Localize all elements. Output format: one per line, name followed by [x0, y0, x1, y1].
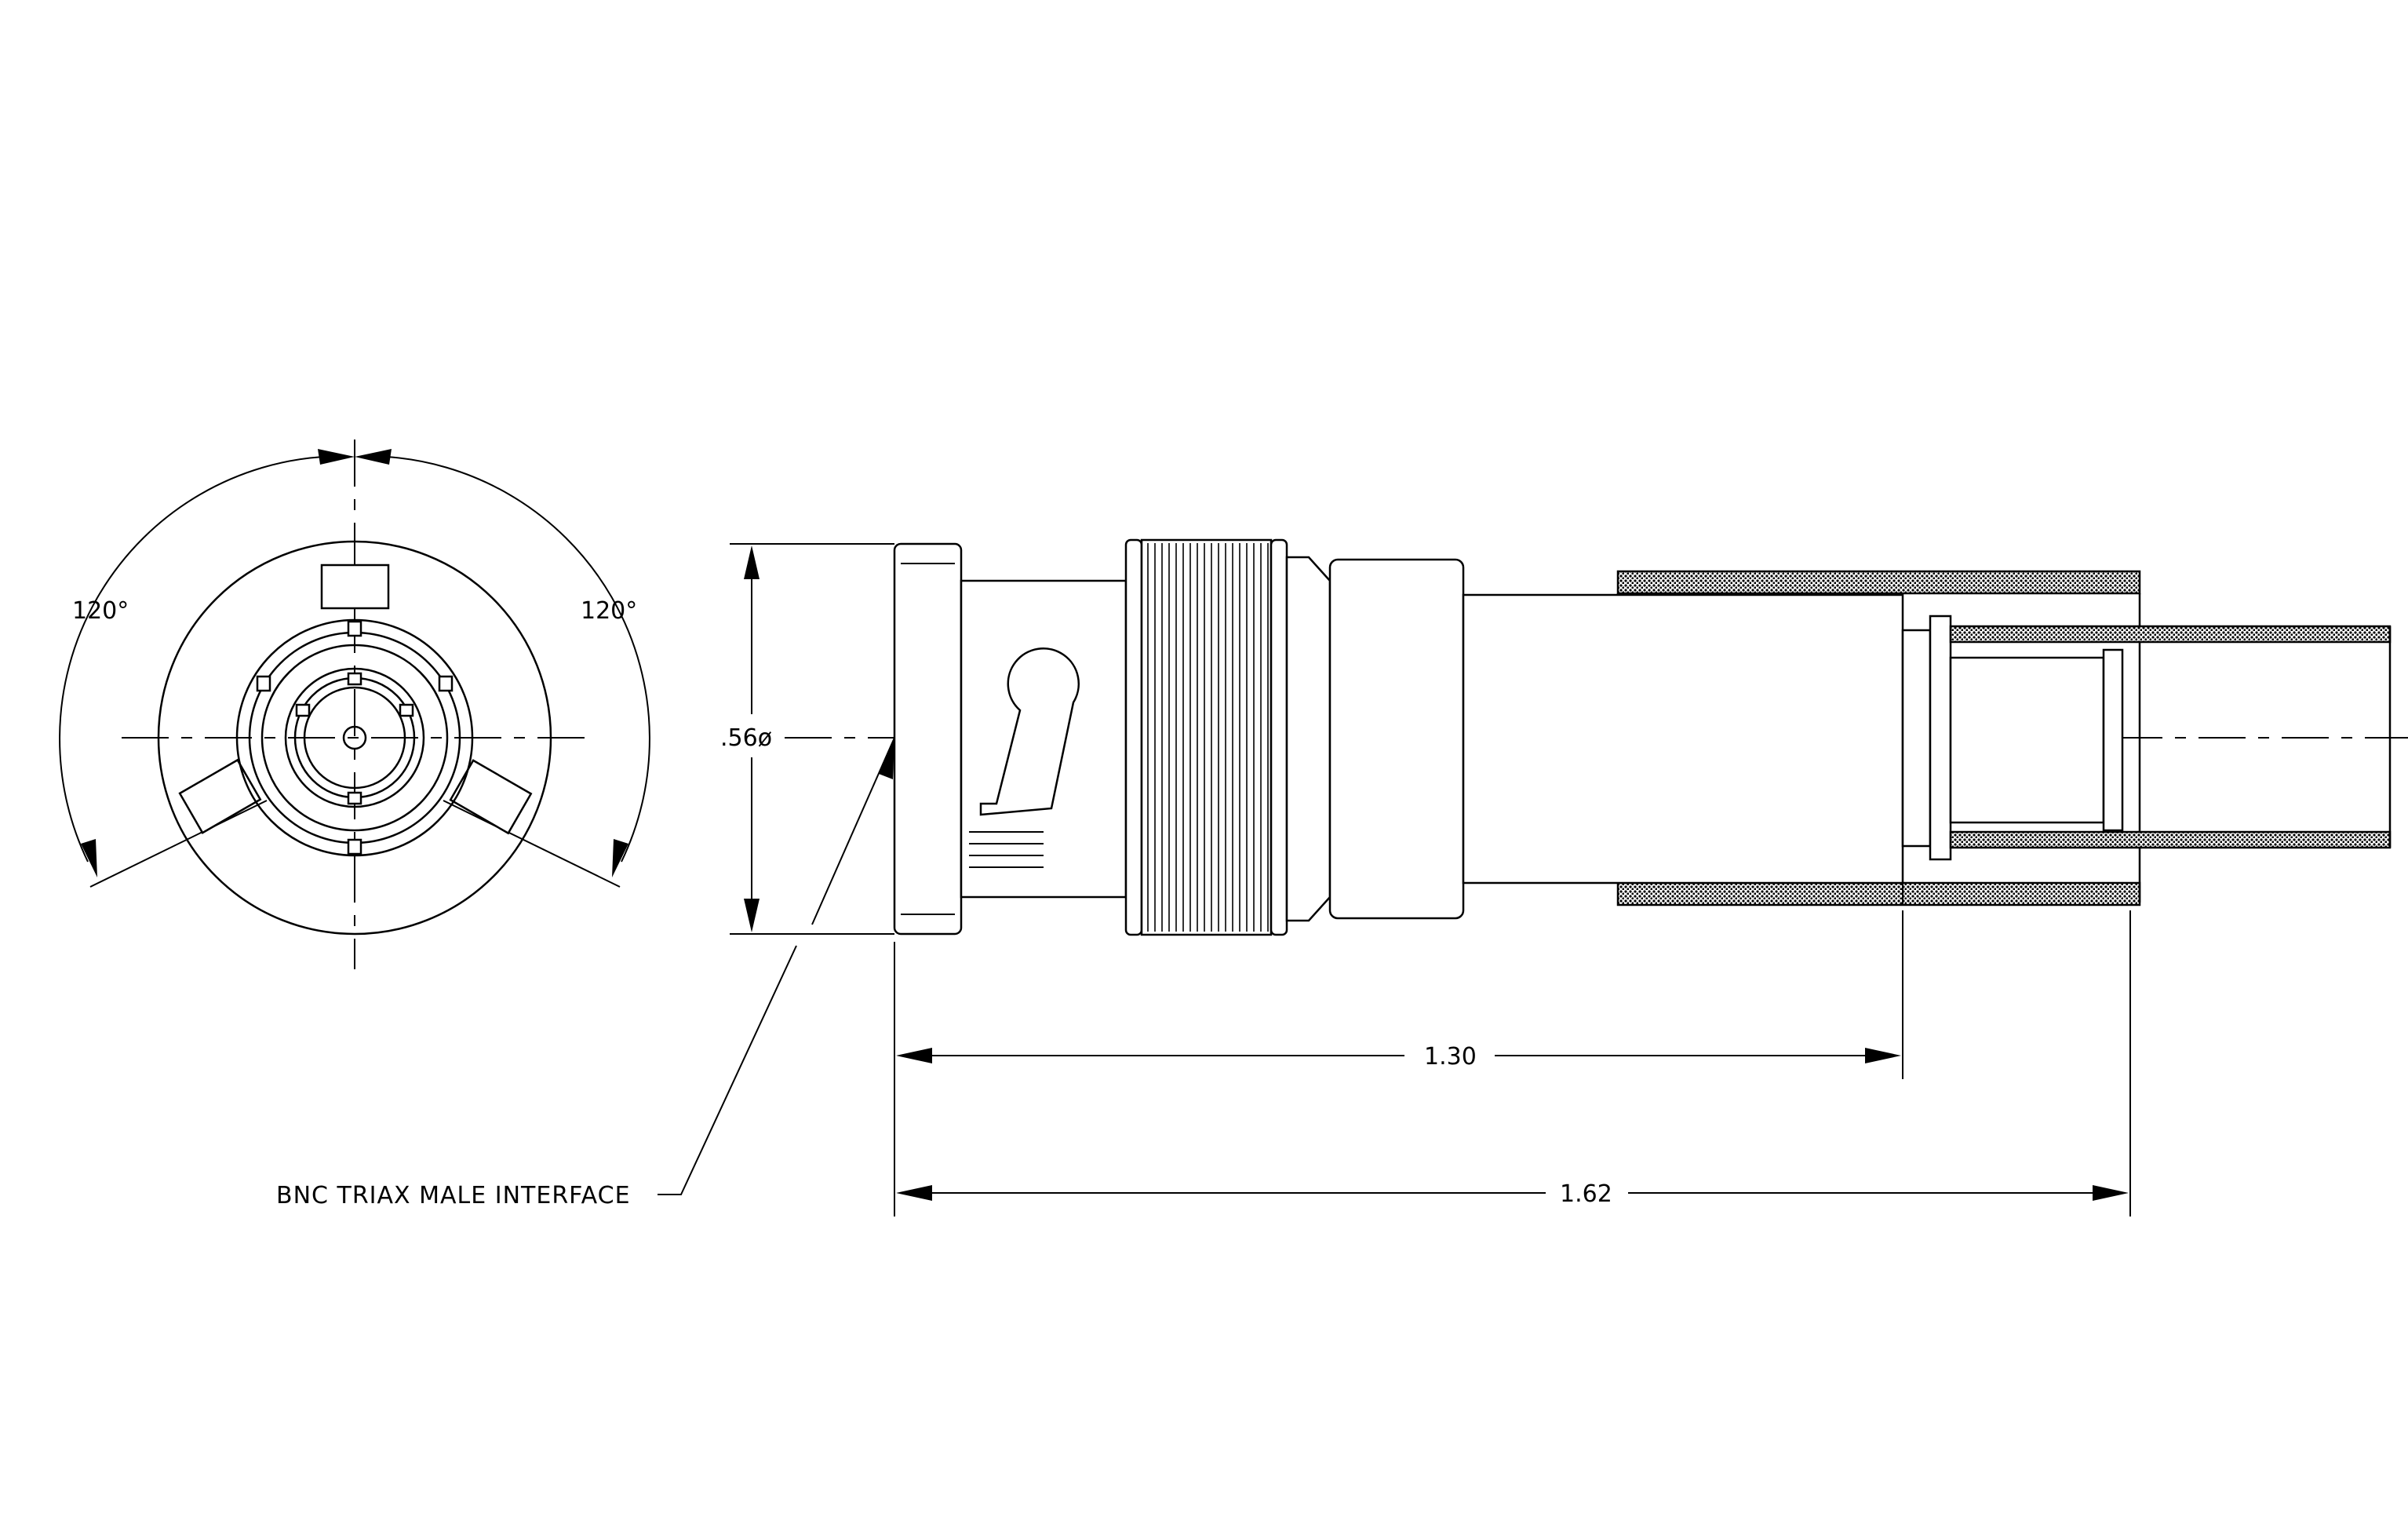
front-outer-circle: [157, 540, 552, 936]
hex-body: [1328, 558, 1465, 920]
ring-slot-left-upper: [256, 675, 271, 692]
front-angle-extension-left: [89, 800, 268, 888]
knurled-nut: [1140, 538, 1273, 936]
bayonet-sleeve: [893, 542, 963, 936]
length-162-label: 1.62: [1560, 1180, 1612, 1208]
bayonet-lug-top: [320, 564, 390, 610]
front-view: 120° 120°: [59, 440, 650, 969]
angle-label-right: 120°: [581, 597, 637, 625]
knurl-right-rim: [1270, 538, 1288, 936]
angle-arc-left: [59, 456, 324, 863]
length-130-arrow-left: [896, 1048, 932, 1063]
front-ring-6: [303, 686, 406, 790]
inner-slot-left: [295, 703, 311, 717]
main-barrel: [1462, 593, 1904, 885]
front-ring-1: [235, 618, 474, 857]
diameter-arrow-top: [744, 545, 760, 579]
length-130-label: 1.30: [1424, 1043, 1477, 1071]
inner-slot-bottom: [347, 791, 362, 805]
bayonet-slot: [979, 647, 1080, 816]
angle-label-left: 120°: [72, 597, 129, 625]
ferrule-step: [1901, 629, 1932, 848]
angle-arrow-bottom-right: [612, 839, 628, 877]
dimensions: .56ø 1.30 1.62 BNC TRIAX MALE INTERFACE: [276, 543, 2131, 1216]
ring-slot-bottom: [347, 838, 362, 855]
diameter-label: .56ø: [720, 724, 772, 752]
inner-slot-top: [347, 672, 362, 686]
front-angle-extension-right: [443, 800, 621, 888]
inner-slot-right: [399, 703, 414, 717]
inner-dielectric: [1949, 656, 2105, 824]
length-162-arrow-right: [2093, 1185, 2129, 1201]
outer-jacket-top: [1616, 570, 2141, 595]
center-contact: [342, 725, 367, 750]
interface-label: BNC TRIAX MALE INTERFACE: [276, 1182, 631, 1209]
cable-jacket-bottom: [1949, 830, 2392, 849]
diameter-arrow-bottom: [744, 899, 760, 932]
front-ring-3: [260, 644, 449, 832]
length-162-arrow-left: [896, 1185, 932, 1201]
angle-arrow-bottom-left: [81, 839, 97, 877]
angle-arrow-top-left: [318, 449, 355, 465]
inner-ring: [2102, 648, 2124, 832]
angle-arrow-top-right: [355, 449, 392, 465]
taper-ring: [1285, 556, 1332, 922]
interface-leader-arrow: [879, 738, 894, 779]
bayonet-lug-left: [178, 758, 262, 834]
ferrule-ring: [1929, 615, 1952, 861]
ring-slot-top: [347, 620, 362, 637]
knurl-left-rim: [1124, 538, 1143, 936]
angle-arc-right: [385, 456, 650, 863]
cable-jacket-top: [1949, 625, 2392, 644]
knurl-lines: [1147, 543, 1269, 932]
length-130-arrow-right: [1865, 1048, 1901, 1063]
side-view: [785, 538, 2408, 936]
outer-jacket-bottom: [1616, 881, 2141, 906]
front-ring-4: [284, 667, 425, 808]
ring-slot-right-upper: [438, 675, 454, 692]
bayonet-lug-right: [449, 759, 533, 835]
